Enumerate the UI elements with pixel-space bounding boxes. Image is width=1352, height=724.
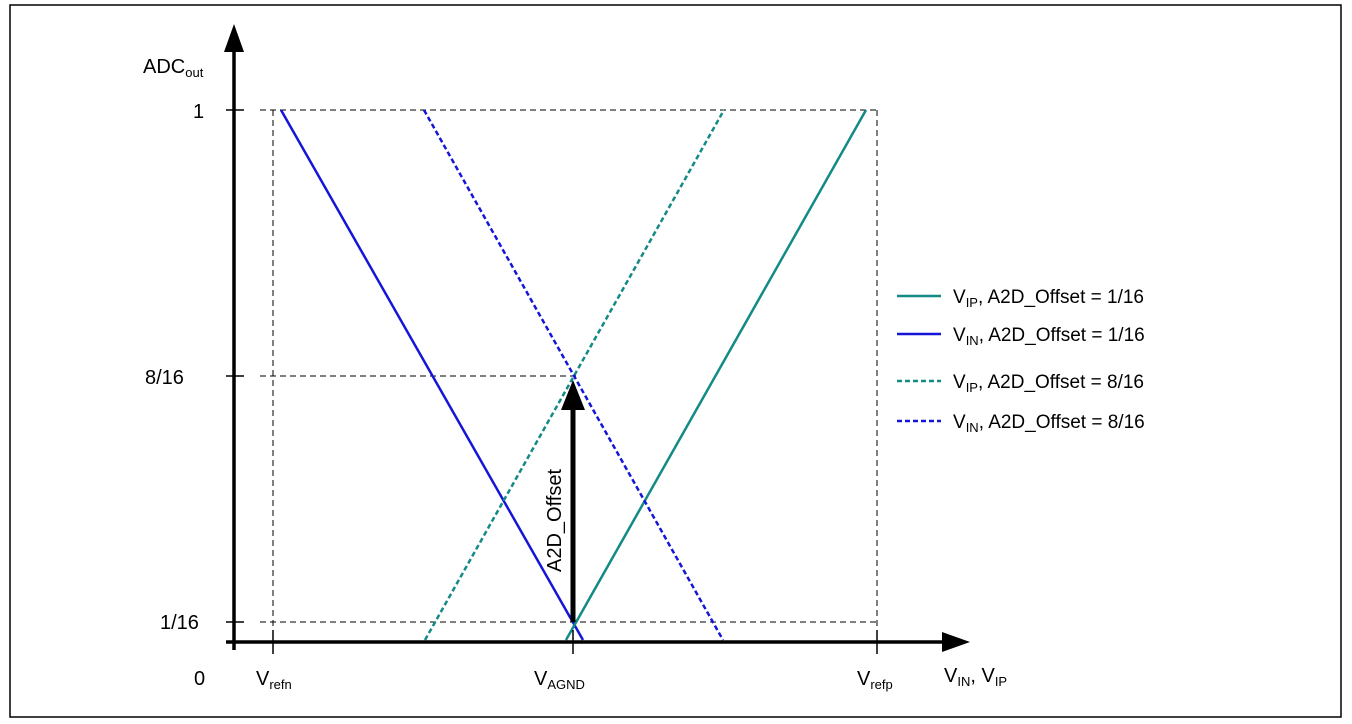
line-vip-offset-1-16 — [564, 109, 868, 641]
line-vin-offset-8-16 — [422, 109, 725, 641]
legend-label-vip-8-16: VIP, A2D_Offset = 8/16 — [953, 372, 1144, 395]
y-tick-label-top: 1 — [193, 101, 204, 123]
line-vin-offset-1-16 — [279, 109, 585, 641]
diagram-frame — [9, 4, 1342, 718]
y-tick-label-mid: 8/16 — [145, 367, 184, 389]
x-tick-label-agnd: VAGND — [534, 668, 585, 692]
offset-arrow-head — [561, 380, 585, 410]
y-axis-title: ADCout — [143, 56, 204, 80]
x-axis-title: VIN, VIP — [944, 665, 1007, 689]
legend-label-vin-1-16: VIN, A2D_Offset = 1/16 — [953, 325, 1145, 348]
x-axis-arrowhead — [942, 632, 970, 652]
legend: VIP, A2D_Offset = 1/16 VIN, A2D_Offset =… — [897, 287, 1145, 435]
x-tick-label-refp: Vrefp — [857, 668, 893, 692]
x-tick-label-refn: Vrefn — [256, 668, 292, 692]
y-tick-label-low: 1/16 — [160, 612, 199, 634]
legend-label-vip-1-16: VIP, A2D_Offset = 1/16 — [953, 287, 1144, 310]
origin-label: 0 — [194, 668, 205, 690]
legend-label-vin-8-16: VIN, A2D_Offset = 8/16 — [953, 412, 1145, 435]
offset-arrow-label: A2D_Offset — [544, 469, 566, 572]
y-axis-arrowhead — [224, 24, 244, 52]
